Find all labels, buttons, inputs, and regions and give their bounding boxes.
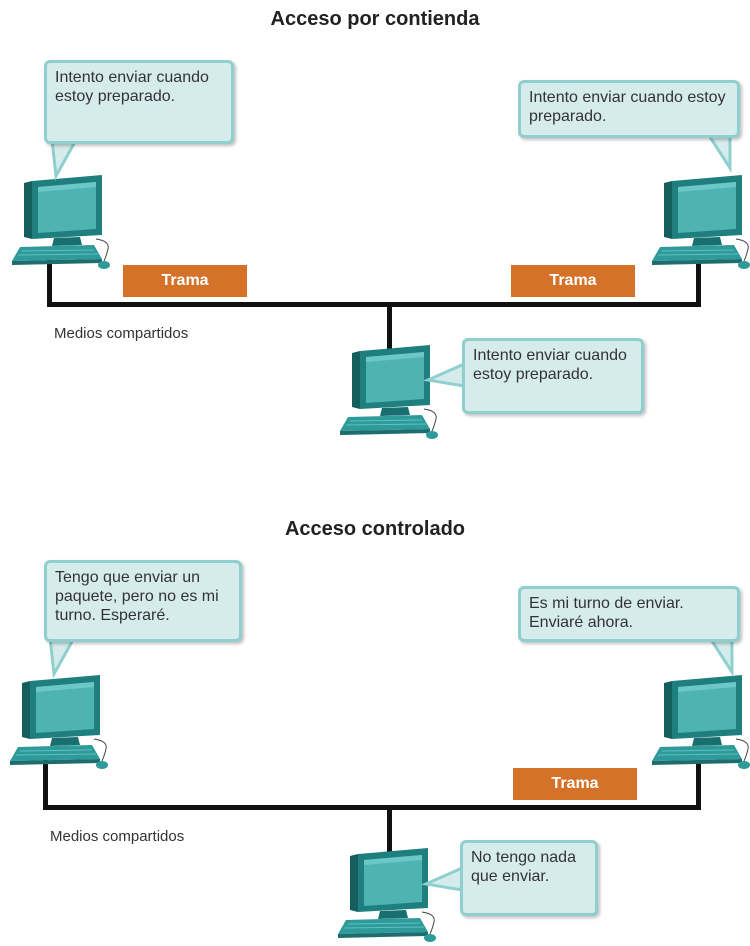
speech-bubble-bottom: No tengo nada que enviar. bbox=[460, 840, 598, 916]
bubble-right-tail bbox=[705, 132, 732, 174]
contention-title: Acceso por contienda bbox=[270, 8, 480, 30]
controlled-title: Acceso controlado bbox=[284, 518, 466, 540]
bus-drop-left bbox=[47, 260, 52, 306]
bus-drop-right bbox=[696, 762, 701, 810]
computer-center-icon bbox=[336, 848, 440, 946]
speech-bubble-bottom: Intento enviar cuando estoy preparado. bbox=[462, 338, 644, 414]
bus-drop-right bbox=[696, 262, 701, 306]
bubble-left-tail bbox=[50, 138, 79, 181]
bubble-right-tail bbox=[707, 636, 734, 678]
bus-drop-left bbox=[43, 760, 48, 810]
bubble-left-tail bbox=[48, 636, 77, 679]
frame-left: Trama bbox=[123, 265, 247, 297]
shared-media-bus bbox=[47, 302, 701, 307]
controlled-section: Acceso controlado Trama Medios compartid… bbox=[0, 470, 750, 940]
shared-media-label: Medios compartidos bbox=[50, 828, 185, 845]
speech-bubble-right: Intento enviar cuando estoy preparado. bbox=[518, 80, 740, 138]
computer-right-icon bbox=[650, 675, 750, 773]
speech-bubble-left: Intento enviar cuando estoy preparado. bbox=[44, 60, 234, 144]
computer-center-icon bbox=[338, 345, 442, 443]
shared-media-bus bbox=[43, 805, 701, 810]
frame-right: Trama bbox=[511, 265, 635, 297]
bus-drop-center bbox=[387, 302, 392, 352]
speech-bubble-right: Es mi turno de enviar. Enviaré ahora. bbox=[518, 586, 740, 642]
shared-media-label: Medios compartidos bbox=[54, 325, 189, 342]
contention-section: Acceso por contienda Trama Trama Medios … bbox=[0, 0, 750, 470]
computer-right-icon bbox=[650, 175, 750, 273]
computer-left-icon bbox=[10, 175, 114, 273]
speech-bubble-left: Tengo que enviar un paquete, pero no es … bbox=[44, 560, 242, 642]
computer-left-icon bbox=[8, 675, 112, 773]
bus-drop-center bbox=[387, 805, 392, 857]
frame-right: Trama bbox=[513, 768, 637, 800]
